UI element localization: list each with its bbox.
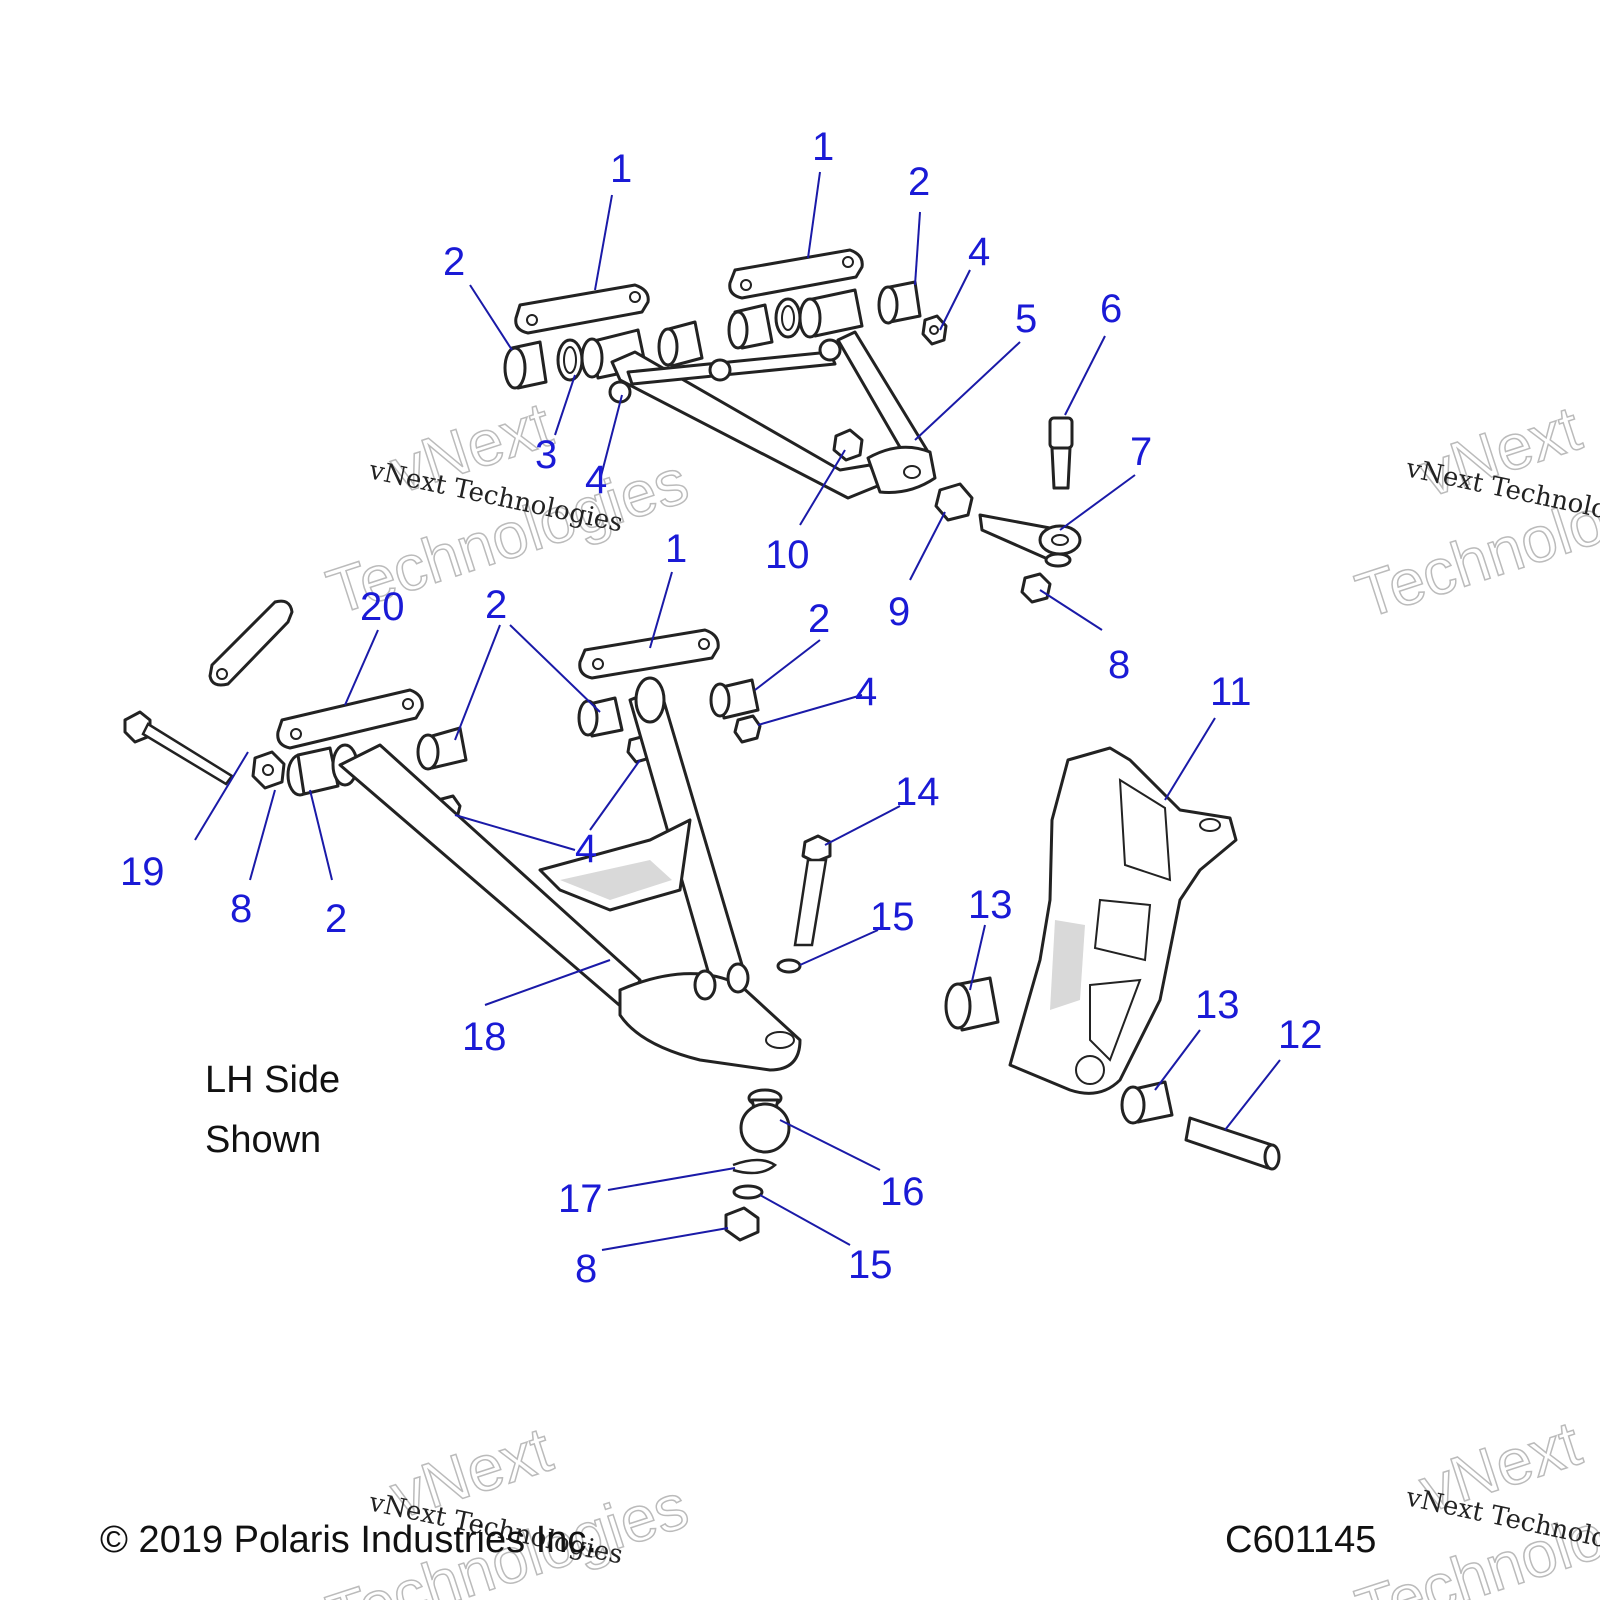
stabilizer-link-upper bbox=[208, 599, 294, 687]
watermark-top-right: vNext Technologies vNext Technologies bbox=[1347, 391, 1600, 633]
callout-4-lower-center: 4 bbox=[575, 827, 597, 871]
pivot-bolt bbox=[123, 710, 234, 786]
ball-joint-washer bbox=[732, 1184, 764, 1200]
figure-id: C601145 bbox=[1225, 1519, 1376, 1561]
callout-16: 16 bbox=[880, 1170, 925, 1214]
callout-7: 7 bbox=[1130, 430, 1152, 474]
callout-12: 12 bbox=[1278, 1013, 1323, 1057]
ball-joint bbox=[739, 1088, 791, 1154]
lower-arm-shaft-plate-front bbox=[276, 688, 424, 750]
callout-11: 11 bbox=[1210, 670, 1252, 714]
retaining-ring bbox=[732, 1158, 778, 1175]
pivot-bolt-nut bbox=[251, 750, 286, 790]
knuckle-bushing-lower bbox=[1120, 1080, 1174, 1125]
knuckle-bushing-upper bbox=[944, 976, 1000, 1032]
callout-15-lower: 15 bbox=[848, 1243, 893, 1287]
callout-8-lower-left: 8 bbox=[230, 887, 252, 931]
callout-17: 17 bbox=[558, 1177, 603, 1221]
steering-knuckle bbox=[1008, 746, 1238, 1095]
callout-2-lower-left: 2 bbox=[325, 897, 347, 941]
upper-control-arm bbox=[608, 330, 937, 500]
callout-13-lower: 13 bbox=[1195, 983, 1240, 1027]
callout-1-lower: 1 bbox=[665, 527, 687, 571]
note-shown: Shown bbox=[205, 1119, 321, 1161]
tie-rod-end bbox=[978, 513, 1082, 568]
lower-arm-shaft-plate bbox=[578, 628, 720, 680]
callout-4-upper-left: 4 bbox=[585, 458, 607, 502]
callout-labels: 1 1 2 2 4 5 6 7 3 4 10 9 8 1 20 2 2 4 11… bbox=[120, 125, 1323, 1291]
upper-arm-shaft-plate-left bbox=[514, 283, 650, 335]
watermark-bottom-right: vNext Technologies vNext Technologies bbox=[1347, 1406, 1600, 1600]
callout-14: 14 bbox=[895, 770, 940, 814]
callout-8-upper: 8 bbox=[1108, 643, 1130, 687]
callout-15-upper: 15 bbox=[870, 895, 915, 939]
callout-6: 6 bbox=[1100, 287, 1122, 331]
callout-4-upper-right: 4 bbox=[968, 230, 990, 274]
tie-rod-lock-nut bbox=[1020, 572, 1052, 604]
ball-joint-nut bbox=[724, 1206, 760, 1242]
knuckle-pin bbox=[1184, 1116, 1281, 1171]
copyright-text: © 2019 Polaris Industries Inc. bbox=[100, 1519, 597, 1561]
spindle-bolt bbox=[793, 834, 832, 947]
callout-9: 9 bbox=[888, 590, 910, 634]
callout-20: 20 bbox=[360, 585, 405, 629]
upper-arm-nut bbox=[921, 314, 948, 346]
watermark-bottom-left: vNext Technologies vNext Technologies bbox=[318, 1412, 697, 1600]
callout-3: 3 bbox=[535, 433, 557, 477]
callout-2-lower-center: 2 bbox=[485, 583, 507, 627]
lower-control-arm bbox=[338, 676, 802, 1072]
leader-lines bbox=[194, 171, 1281, 1251]
callout-19: 19 bbox=[120, 850, 165, 894]
callout-18: 18 bbox=[462, 1015, 507, 1059]
callout-2-upper-right: 2 bbox=[908, 160, 930, 204]
note-lh-side: LH Side bbox=[205, 1059, 340, 1101]
callout-5: 5 bbox=[1015, 297, 1037, 341]
callout-2-lower-right: 2 bbox=[808, 597, 830, 641]
tie-rod-bolt bbox=[1048, 416, 1074, 490]
callout-1-upper-right: 1 bbox=[812, 125, 834, 169]
callout-8-lower: 8 bbox=[575, 1247, 597, 1291]
callout-1-upper-left: 1 bbox=[610, 147, 632, 191]
upper-arm-bushings-right bbox=[727, 280, 922, 350]
tie-rod-jam-nut bbox=[934, 482, 974, 522]
spindle-washer bbox=[776, 958, 802, 974]
callout-13-upper: 13 bbox=[968, 883, 1013, 927]
callout-2-upper-left: 2 bbox=[443, 240, 465, 284]
callout-10: 10 bbox=[765, 533, 810, 577]
upper-arm-shaft-plate-right bbox=[728, 248, 864, 300]
callout-4-lower-right: 4 bbox=[855, 670, 877, 714]
